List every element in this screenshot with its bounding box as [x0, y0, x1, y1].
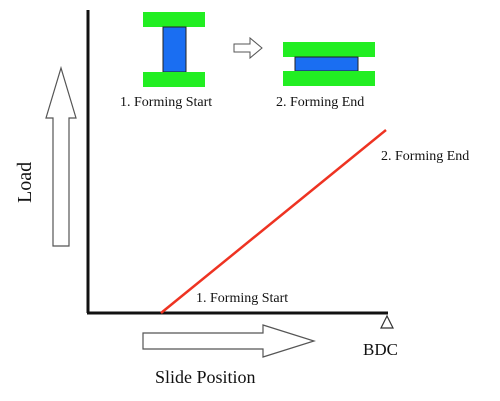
lower-die	[143, 72, 205, 87]
load-line	[160, 129, 387, 314]
forming-start-illustration	[143, 12, 205, 87]
bdc-label: BDC	[363, 340, 398, 359]
transition-arrow-icon	[233, 36, 263, 60]
forming-end-illustration	[283, 42, 375, 86]
line-end-label: 2. Forming End	[381, 149, 469, 164]
upper-die-end	[283, 42, 375, 57]
bdc-marker-icon	[380, 314, 394, 329]
upper-die	[143, 12, 205, 27]
load-up-arrow-icon	[45, 65, 77, 247]
y-axis-label: Load	[14, 162, 36, 203]
workpiece-tall	[162, 26, 187, 73]
lower-die-end	[283, 71, 375, 86]
slide-right-arrow-icon	[142, 324, 317, 358]
line-start-label: 1. Forming Start	[196, 291, 288, 306]
illustration-end-caption: 2. Forming End	[276, 95, 364, 110]
workpiece-flat	[294, 56, 359, 72]
illustration-start-caption: 1. Forming Start	[120, 95, 212, 110]
x-axis-label: Slide Position	[155, 367, 256, 387]
